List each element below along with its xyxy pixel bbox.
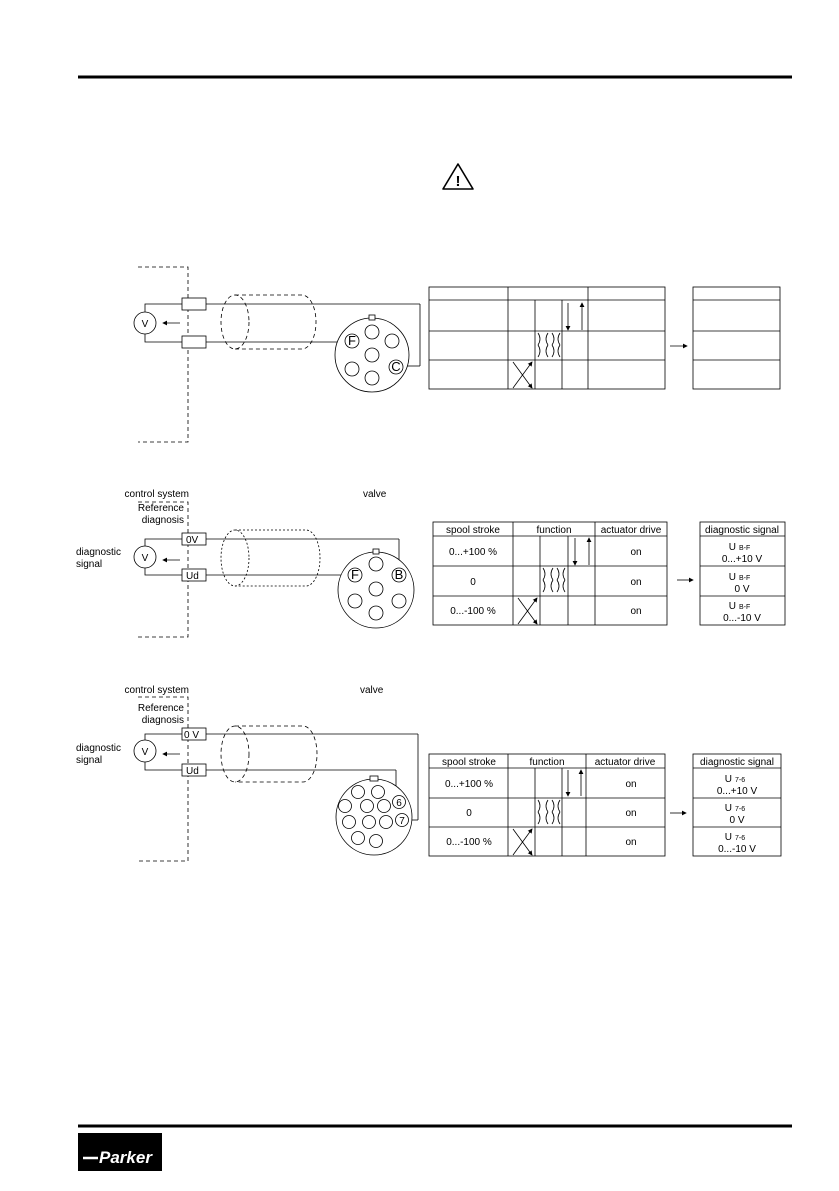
d2-diag-val-2: 0 V bbox=[734, 584, 749, 595]
d2-reference-2: diagnosis bbox=[142, 515, 184, 526]
d3-diagnostic-2: signal bbox=[76, 755, 102, 766]
d2-reference-1: Reference bbox=[138, 503, 185, 514]
d2-r1-drive: on bbox=[630, 547, 641, 558]
d3-valve: valve bbox=[360, 685, 384, 696]
logo-text: Parker bbox=[99, 1148, 153, 1167]
diagram-1 bbox=[133, 266, 421, 443]
d2-th-stroke: spool stroke bbox=[446, 525, 500, 536]
d3-r2-drive: on bbox=[625, 808, 636, 819]
d2-r1-stroke: 0...+100 % bbox=[449, 547, 497, 558]
d2-diag-header: diagnostic signal bbox=[705, 525, 779, 536]
d3-th-function: function bbox=[529, 757, 564, 768]
d2-diag-val-1: 0...+10 V bbox=[722, 554, 763, 565]
parker-logo: Parker bbox=[78, 1133, 162, 1171]
d3-reference-2: diagnosis bbox=[142, 715, 184, 726]
d3-diag-sub-1: 7-6 bbox=[735, 777, 745, 784]
d3-diag-header: diagnostic signal bbox=[700, 757, 774, 768]
d3-control-system: control system bbox=[125, 685, 189, 696]
d3-th-stroke: spool stroke bbox=[442, 757, 496, 768]
d2-th-function: function bbox=[536, 525, 571, 536]
connector-7pin bbox=[334, 317, 410, 393]
pin-f-label: F bbox=[348, 333, 356, 348]
connector-7pin bbox=[337, 551, 415, 629]
d3-r2-stroke: 0 bbox=[466, 808, 472, 819]
d2-terminal-bottom: Ud bbox=[186, 571, 199, 582]
d2-diagnostic-1: diagnostic bbox=[76, 547, 121, 558]
diagram-2-table bbox=[432, 521, 786, 626]
d3-diag-u-2: U bbox=[725, 803, 732, 814]
d3-th-drive: actuator drive bbox=[595, 757, 656, 768]
d3-r3-stroke: 0...-100 % bbox=[446, 837, 492, 848]
d2-diag-u-3: U bbox=[729, 601, 736, 612]
cable-shield bbox=[220, 725, 318, 783]
d2-terminal-top: 0V bbox=[186, 535, 199, 546]
d2-pin-b: B bbox=[395, 567, 404, 582]
d2-valve: valve bbox=[363, 489, 387, 500]
d3-pin-6: 6 bbox=[396, 798, 402, 809]
d2-diag-sub-2: B-F bbox=[739, 575, 750, 582]
d2-r3-stroke: 0...-100 % bbox=[450, 606, 496, 617]
d3-diag-val-3: 0...-10 V bbox=[718, 844, 756, 855]
cable-shield bbox=[220, 294, 317, 350]
d2-voltmeter-label: V bbox=[142, 553, 149, 564]
d3-diag-val-2: 0 V bbox=[729, 815, 744, 826]
terminal-top bbox=[181, 297, 207, 311]
control-boundary bbox=[138, 266, 189, 443]
control-boundary bbox=[138, 696, 189, 862]
warning-glyph: ! bbox=[456, 173, 461, 190]
d3-r1-drive: on bbox=[625, 779, 636, 790]
diagram-3-table bbox=[428, 753, 782, 857]
diagram-3 bbox=[133, 696, 419, 862]
diagram-1-table bbox=[428, 286, 781, 390]
d2-r2-drive: on bbox=[630, 577, 641, 588]
diagram-2 bbox=[133, 501, 415, 638]
terminal-bottom bbox=[181, 335, 207, 349]
pin-c-label: C bbox=[391, 359, 400, 374]
d3-diag-u-1: U bbox=[725, 774, 732, 785]
d2-diag-val-3: 0...-10 V bbox=[723, 613, 761, 624]
d3-r3-drive: on bbox=[625, 837, 636, 848]
d2-diag-u-1: U bbox=[729, 542, 736, 553]
d2-th-drive: actuator drive bbox=[601, 525, 662, 536]
d3-diag-u-3: U bbox=[725, 832, 732, 843]
d2-r2-stroke: 0 bbox=[470, 577, 476, 588]
d2-r3-drive: on bbox=[630, 606, 641, 617]
d2-diag-sub-1: B-F bbox=[739, 545, 750, 552]
d3-diag-sub-2: 7-6 bbox=[735, 806, 745, 813]
d2-pin-f: F bbox=[351, 567, 359, 582]
d3-diag-sub-3: 7-6 bbox=[735, 835, 745, 842]
cable-shield bbox=[220, 529, 321, 587]
d2-diag-sub-3: B-F bbox=[739, 604, 750, 611]
d3-r1-stroke: 0...+100 % bbox=[445, 779, 493, 790]
d3-terminal-bottom: Ud bbox=[186, 766, 199, 777]
voltmeter-label: V bbox=[142, 319, 149, 330]
control-boundary bbox=[138, 501, 189, 638]
d3-voltmeter-label: V bbox=[142, 747, 149, 758]
d3-diag-val-1: 0...+10 V bbox=[717, 786, 758, 797]
d3-terminal-top: 0 V bbox=[184, 730, 199, 741]
warning-triangle-icon: ! bbox=[442, 163, 474, 190]
d2-control-system: control system bbox=[125, 489, 189, 500]
d3-diagnostic-1: diagnostic bbox=[76, 743, 121, 754]
d2-diag-u-2: U bbox=[729, 572, 736, 583]
d3-reference-1: Reference bbox=[138, 703, 185, 714]
d3-pin-7: 7 bbox=[399, 816, 405, 827]
d2-diagnostic-2: signal bbox=[76, 559, 102, 570]
